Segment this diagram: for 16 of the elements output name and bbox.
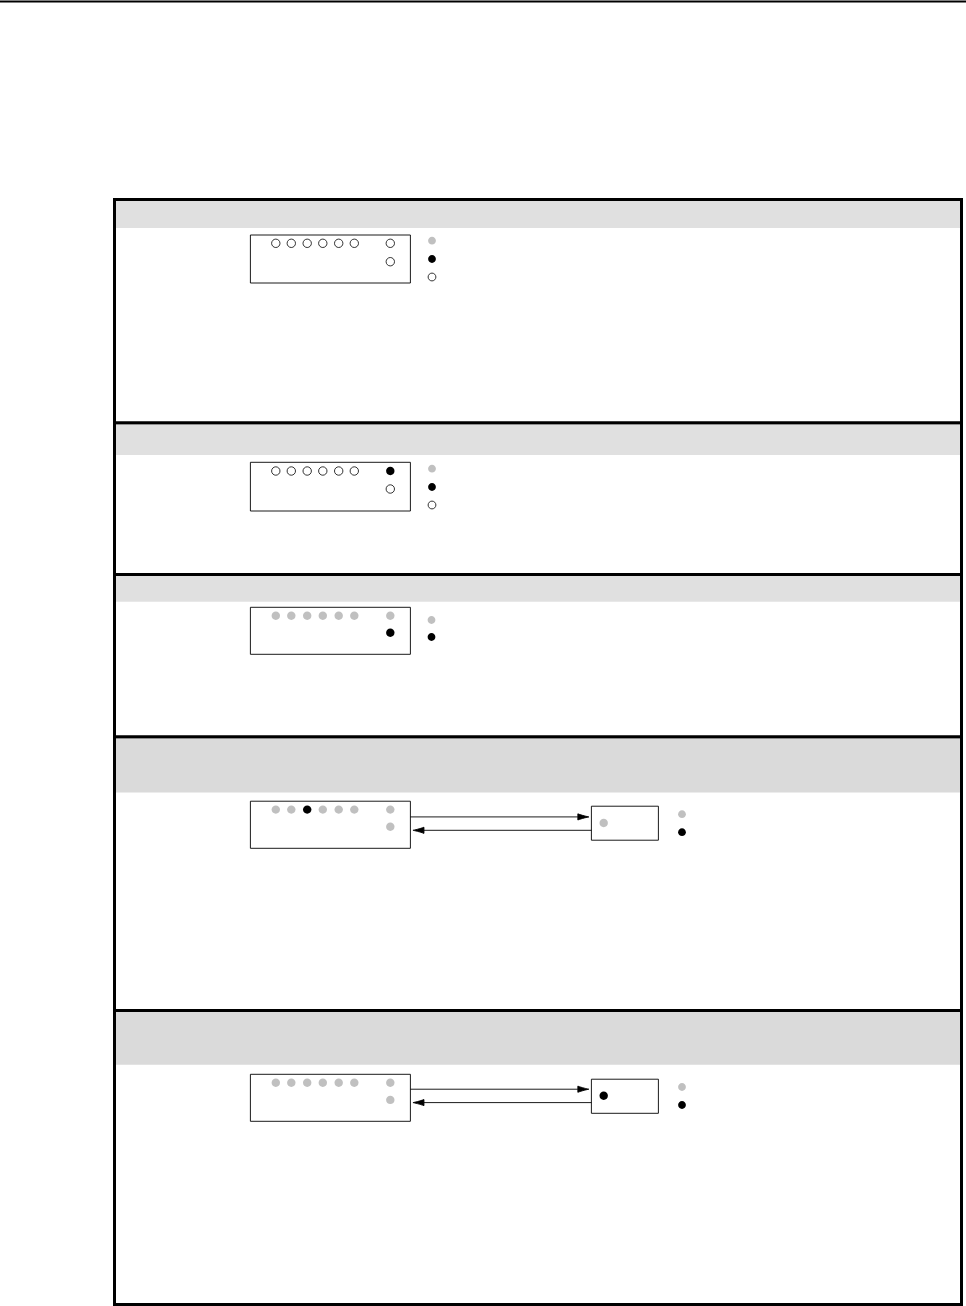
front-panel bbox=[249, 234, 411, 284]
remote-box bbox=[590, 1078, 659, 1114]
front-panel bbox=[249, 461, 411, 512]
front-panel bbox=[249, 606, 411, 655]
front-panel bbox=[249, 800, 411, 849]
remote-box bbox=[590, 805, 659, 841]
panel-section bbox=[113, 421, 963, 576]
arrow bbox=[412, 826, 592, 834]
panel-section bbox=[113, 735, 963, 1012]
arrow bbox=[409, 1085, 590, 1093]
panel-section bbox=[113, 1009, 963, 1306]
panel-section bbox=[113, 573, 963, 739]
panel-section bbox=[113, 198, 963, 425]
arrow bbox=[409, 813, 590, 821]
front-panel bbox=[249, 1073, 411, 1122]
arrow bbox=[412, 1099, 592, 1107]
